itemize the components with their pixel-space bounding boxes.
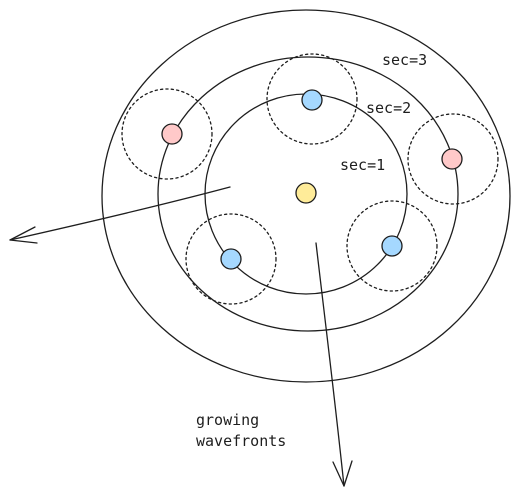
down-arrow bbox=[315, 242, 353, 487]
left-arrow bbox=[9, 186, 231, 244]
center-source-dot bbox=[295, 182, 317, 204]
pink-point-right bbox=[441, 148, 463, 170]
wavelet-right bbox=[407, 113, 499, 205]
label-sec-3: sec=3 bbox=[382, 51, 427, 69]
blue-point-top bbox=[301, 89, 323, 111]
label-sec-2: sec=2 bbox=[366, 99, 411, 117]
caption-wavefronts: wavefronts bbox=[196, 432, 286, 450]
blue-point-lower-left bbox=[220, 248, 242, 270]
wavefront-ring-outer bbox=[101, 9, 511, 383]
wavelet-lower-left bbox=[185, 213, 277, 305]
label-sec-1: sec=1 bbox=[340, 156, 385, 174]
wavelet-top bbox=[266, 53, 358, 145]
caption-growing: growing bbox=[196, 411, 259, 429]
wavefront-ring-middle bbox=[157, 56, 459, 332]
wavelet-left bbox=[121, 88, 213, 180]
pink-point-left bbox=[161, 123, 183, 145]
wavelet-lower-right bbox=[346, 200, 438, 292]
blue-point-lower-right bbox=[381, 235, 403, 257]
